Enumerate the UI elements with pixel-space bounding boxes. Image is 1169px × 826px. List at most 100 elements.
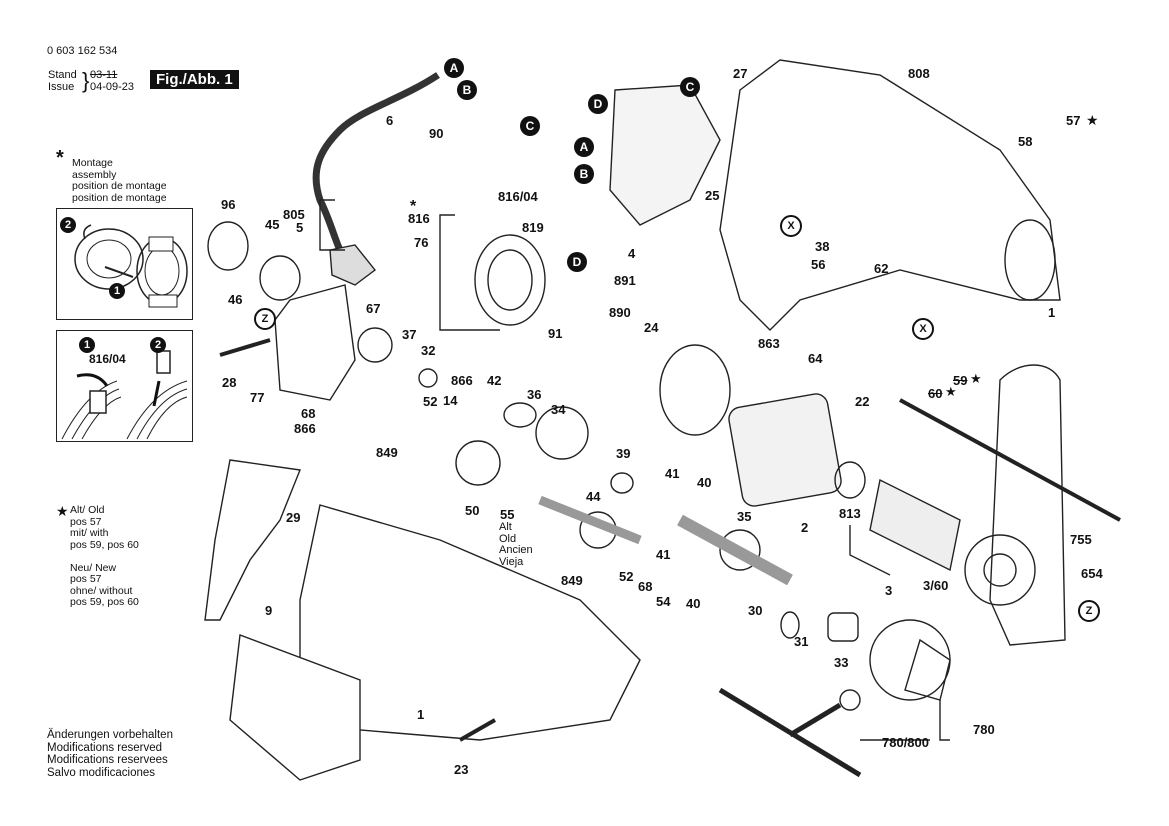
- star-icon: ★: [945, 384, 957, 399]
- chuck: [869, 619, 951, 701]
- part-label-52-shaft: 52: [619, 569, 634, 584]
- part-label-6: 6: [386, 113, 394, 128]
- reference-X-part22: X: [912, 318, 934, 340]
- part-label-5: 5: [296, 220, 304, 235]
- part-label-60: 60: [928, 386, 943, 401]
- part-label-67: 67: [366, 301, 381, 316]
- part-label-36: 36: [527, 387, 542, 402]
- inset-brush-replacement: 1 2 816/04: [56, 330, 193, 442]
- inset-step-1-badge: 1: [109, 283, 125, 299]
- cover-45: [259, 255, 301, 301]
- armature: [869, 478, 961, 572]
- part-label-55: 55: [500, 507, 515, 522]
- disc-96: [207, 221, 249, 271]
- brush-holder-plate: [659, 344, 731, 436]
- reference-X-housing: X: [780, 215, 802, 237]
- part-label-780-800: 780/800: [882, 735, 929, 750]
- part-label-44: 44: [586, 489, 601, 504]
- part-label-866-bottom: 866: [294, 421, 316, 436]
- housing-half-left: [299, 504, 641, 741]
- alt-old-note: Alt Old Ancien Vieja: [499, 521, 533, 568]
- assembly-asterisk: *: [410, 198, 417, 215]
- part-label-654: 654: [1081, 566, 1103, 581]
- part-label-2: 2: [801, 520, 809, 535]
- connector-B-cord: B: [457, 80, 477, 100]
- document-part-number: 0 603 162 534: [47, 45, 118, 57]
- part-label-808: 808: [908, 66, 930, 81]
- inset-step-2-badge: 2: [60, 217, 76, 233]
- gear-35: [719, 529, 761, 571]
- part-label-90: 90: [429, 126, 444, 141]
- stator: [728, 393, 842, 507]
- part-label-816-04: 816/04: [498, 189, 538, 204]
- gear-34: [535, 406, 589, 460]
- part-label-52-top: 52: [423, 394, 438, 409]
- part-label-46: 46: [228, 292, 243, 307]
- part-label-3-60: 3/60: [923, 578, 949, 593]
- part-label-37: 37: [402, 327, 417, 342]
- power-cord: [312, 72, 440, 252]
- part-label-39: 39: [616, 446, 631, 461]
- part-label-62: 62: [874, 261, 889, 276]
- issue-label: Issue: [48, 81, 75, 93]
- stand-label: Stand: [48, 69, 77, 81]
- part-label-35: 35: [737, 509, 752, 524]
- switch: [609, 84, 721, 226]
- part-label-40-bottom: 40: [686, 596, 701, 611]
- brush-holder-ring: [474, 234, 546, 326]
- plug: [329, 244, 376, 286]
- part-label-30: 30: [748, 603, 763, 618]
- part-label-38: 38: [815, 239, 830, 254]
- part-label-40-top: 40: [697, 475, 712, 490]
- part-label-96: 96: [221, 197, 236, 212]
- part-label-816: 816: [408, 211, 430, 226]
- old-new-legend-text: Alt/ Old pos 57 mit/ with pos 59, pos 60…: [70, 504, 139, 608]
- part-label-68-shaft: 68: [638, 579, 653, 594]
- washer-36: [503, 402, 537, 428]
- star-icon: ★: [56, 503, 69, 519]
- spring: [418, 368, 438, 388]
- part-label-91: 91: [548, 326, 563, 341]
- part-label-32: 32: [421, 343, 436, 358]
- part-label-64: 64: [808, 351, 823, 366]
- figure-label: Fig./Abb. 1: [150, 70, 239, 89]
- part-label-9: 9: [265, 603, 273, 618]
- part-label-58: 58: [1018, 134, 1033, 149]
- connector-A-cord: A: [444, 58, 464, 78]
- part-label-25: 25: [705, 188, 720, 203]
- reference-Z-armature: Z: [1078, 600, 1100, 622]
- part-label-76: 76: [414, 235, 429, 250]
- part-label-1-housing: 1: [1048, 305, 1056, 320]
- brace-glyph: }: [82, 68, 90, 93]
- part-label-755: 755: [1070, 532, 1092, 547]
- connector-D-switch: D: [588, 94, 608, 114]
- spindle-sleeve-33: [827, 612, 859, 642]
- part-label-1-left: 1: [417, 707, 425, 722]
- part-label-68-housing: 68: [301, 406, 316, 421]
- star-icon: ★: [970, 371, 982, 386]
- part-label-41-bottom: 41: [656, 547, 671, 562]
- cover-9: [229, 634, 361, 781]
- part-label-849-shaft: 849: [561, 573, 583, 588]
- assembly-star-symbol: *: [56, 147, 64, 169]
- bearing: [357, 327, 393, 363]
- screw-28: [219, 338, 271, 357]
- inset-part-816-04: 816/04: [89, 352, 126, 366]
- brush-replacement-drawing: [61, 350, 188, 440]
- gear-housing: [274, 284, 356, 401]
- connector-C-switch: C: [680, 77, 700, 97]
- part-label-3: 3: [885, 583, 893, 598]
- part-label-805: 805: [283, 207, 305, 222]
- washer-39: [610, 472, 634, 494]
- inset-step-2-badge: 2: [150, 337, 166, 353]
- modifications-reserved-note: Änderungen vorbehalten Modifications res…: [47, 729, 173, 779]
- part-label-33: 33: [834, 655, 849, 670]
- part-label-41-top: 41: [665, 466, 680, 481]
- inset-step-1-badge: 1: [79, 337, 95, 353]
- part-label-34: 34: [551, 402, 566, 417]
- part-label-14: 14: [443, 393, 458, 408]
- part-label-57: 57: [1066, 113, 1081, 128]
- part-label-29: 29: [286, 510, 301, 525]
- part-label-22: 22: [855, 394, 870, 409]
- auxiliary-handle: [989, 364, 1066, 646]
